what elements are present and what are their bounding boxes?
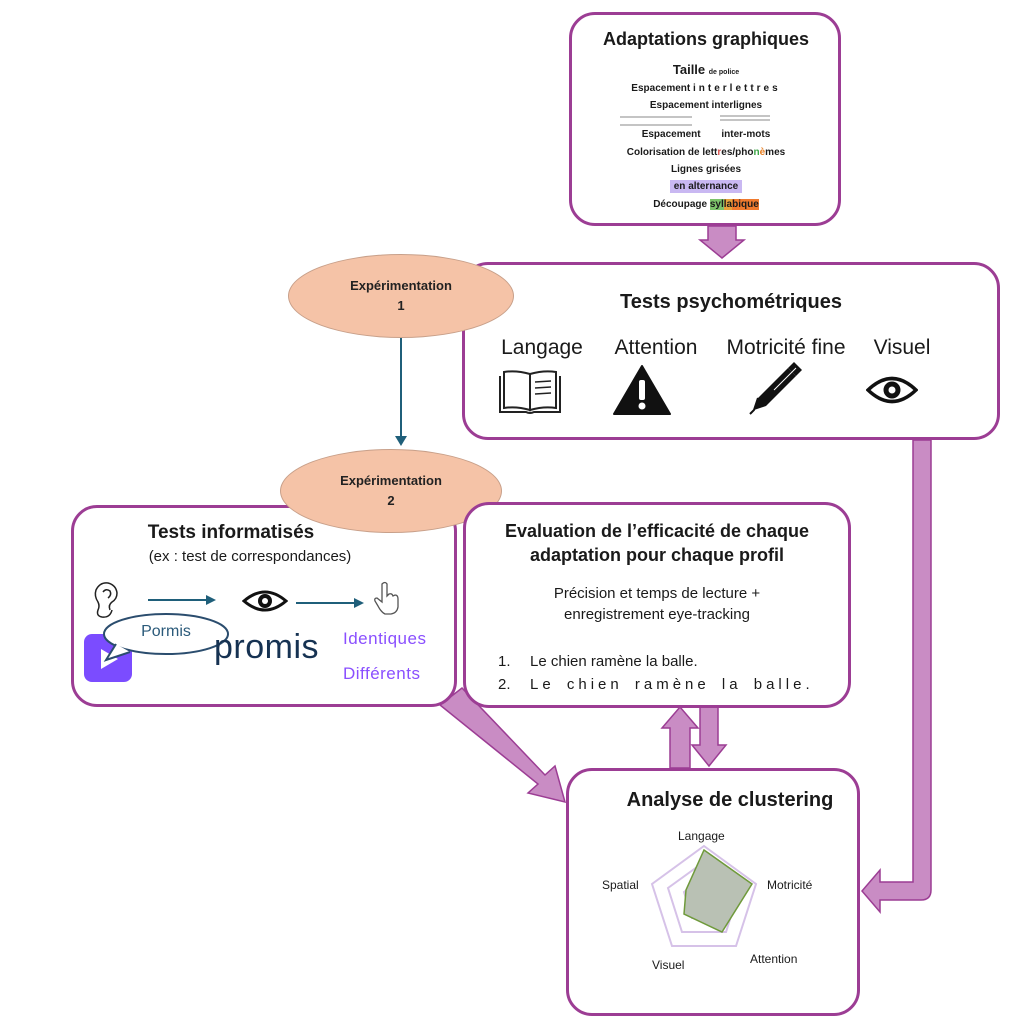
letter-spacing-label: Espacement (631, 83, 691, 94)
eye-icon (866, 376, 918, 404)
computerized-title: Tests informatisés (147, 522, 315, 543)
experimentation-1-ellipse: Expérimentation 1 (288, 254, 514, 338)
letter-spacing-line: Espacement interlettres (572, 83, 840, 94)
evaluation-title-line2: adaptation pour chaque profil (529, 545, 784, 565)
radar-label-motricite: Motricité (767, 878, 813, 892)
psychometric-title: Tests psychométriques (620, 291, 842, 313)
adaptations-title: Adaptations graphiques (602, 29, 809, 49)
font-size-label: Taille (672, 62, 706, 77)
colorization-part3: es/pho (721, 147, 754, 158)
word-spacing-line: Espacement inter-mots (572, 129, 840, 140)
evaluation-title-line1: Evaluation de l’efficacité de chaque (504, 521, 810, 541)
ear-icon (94, 582, 118, 618)
line-spacing-illustration (620, 115, 770, 126)
radar-chart (650, 844, 758, 947)
arrow-clustering-to-evaluation (660, 705, 700, 769)
font-size-line: Taille de police (572, 62, 840, 77)
promis-logo-text: promis (214, 628, 320, 666)
grey-lines-line: Lignes grisées (670, 164, 742, 175)
word-spacing-label: Espacement (641, 129, 701, 140)
eye-small-icon (242, 590, 288, 612)
speech-bubble-text: Pormis (141, 623, 191, 640)
pen-icon (749, 362, 802, 415)
alternation-highlight: en alternance (669, 180, 743, 193)
colorization-part1: Colorisation de lett (626, 147, 718, 158)
syllable-label: Découpage (653, 199, 708, 210)
colorization-part5: è (759, 147, 766, 158)
clustering-title: Analyse de clustering (626, 789, 834, 811)
evaluation-item1-text: Le chien ramène la balle. (530, 653, 698, 670)
experimentation-2-ellipse: Expérimentation 2 (280, 449, 502, 533)
arrow-eye-to-hand (296, 598, 364, 608)
warning-icon (613, 365, 671, 415)
experimentation-1-label: Expérimentation (350, 278, 452, 293)
syllable-part2: la (723, 199, 733, 210)
syllable-part1: syl (709, 199, 724, 210)
line-spacing-line: Espacement interlignes (649, 100, 763, 111)
radar-label-spatial: Spatial (602, 878, 639, 892)
psychometric-col-motricite: Motricité fine (726, 336, 846, 359)
evaluation-item2-text: Le chien ramène la balle. (530, 676, 814, 693)
arrow-evaluation-to-clustering (690, 704, 728, 768)
alternation-line: en alternance (572, 180, 840, 193)
pointer-hand-icon (374, 581, 399, 615)
radar-grid-outer (650, 844, 758, 947)
book-icon (499, 370, 561, 414)
radar-label-langage: Langage (678, 829, 725, 843)
psychometric-col-langage: Langage (501, 336, 583, 359)
radar-profile (683, 848, 754, 933)
experimentation-2-number: 2 (387, 493, 395, 508)
identical-label: Identiques (343, 629, 427, 648)
arrow-ear-to-eye (148, 595, 216, 605)
radar-label-attention: Attention (750, 952, 798, 966)
syllable-part3: bique (732, 199, 759, 210)
psychometric-col-attention: Attention (614, 336, 698, 359)
experimentation-1-number: 1 (397, 298, 405, 313)
arrow-adaptations-to-tests (697, 225, 747, 259)
evaluation-box: Evaluation de l’efficacité de chaque ada… (463, 502, 851, 708)
evaluation-item2-number: 2. (498, 676, 511, 693)
font-size-sublabel: de police (708, 69, 740, 76)
colorization-line: Colorisation de lettres/phonèmes (572, 147, 840, 158)
experimentation-2-label: Expérimentation (340, 473, 442, 488)
letter-spacing-value: interlettres (693, 83, 781, 94)
psychometric-box: Tests psychométriques (462, 262, 1000, 440)
radar-label-visuel: Visuel (652, 958, 685, 972)
colorization-part6: mes (765, 147, 786, 158)
psychometric-col-visuel: Visuel (873, 336, 931, 359)
word-spacing-value: inter-mots (721, 129, 771, 140)
computerized-subtitle: (ex : test de correspondances) (148, 548, 352, 565)
syllable-line: Découpage syllabique (572, 199, 840, 210)
different-label: Différents (343, 664, 421, 683)
speech-bubble (103, 613, 229, 662)
adaptations-box: Adaptations graphiques Taille de police … (569, 12, 841, 226)
evaluation-item1-number: 1. (498, 653, 511, 670)
colorization-part2: r (717, 147, 722, 158)
colorization-part4: n (753, 147, 760, 158)
evaluation-desc-line2: enregistrement eye-tracking (564, 606, 750, 623)
arrow-tests-to-clustering (861, 439, 932, 915)
evaluation-desc-line1: Précision et temps de lecture + (553, 585, 761, 602)
